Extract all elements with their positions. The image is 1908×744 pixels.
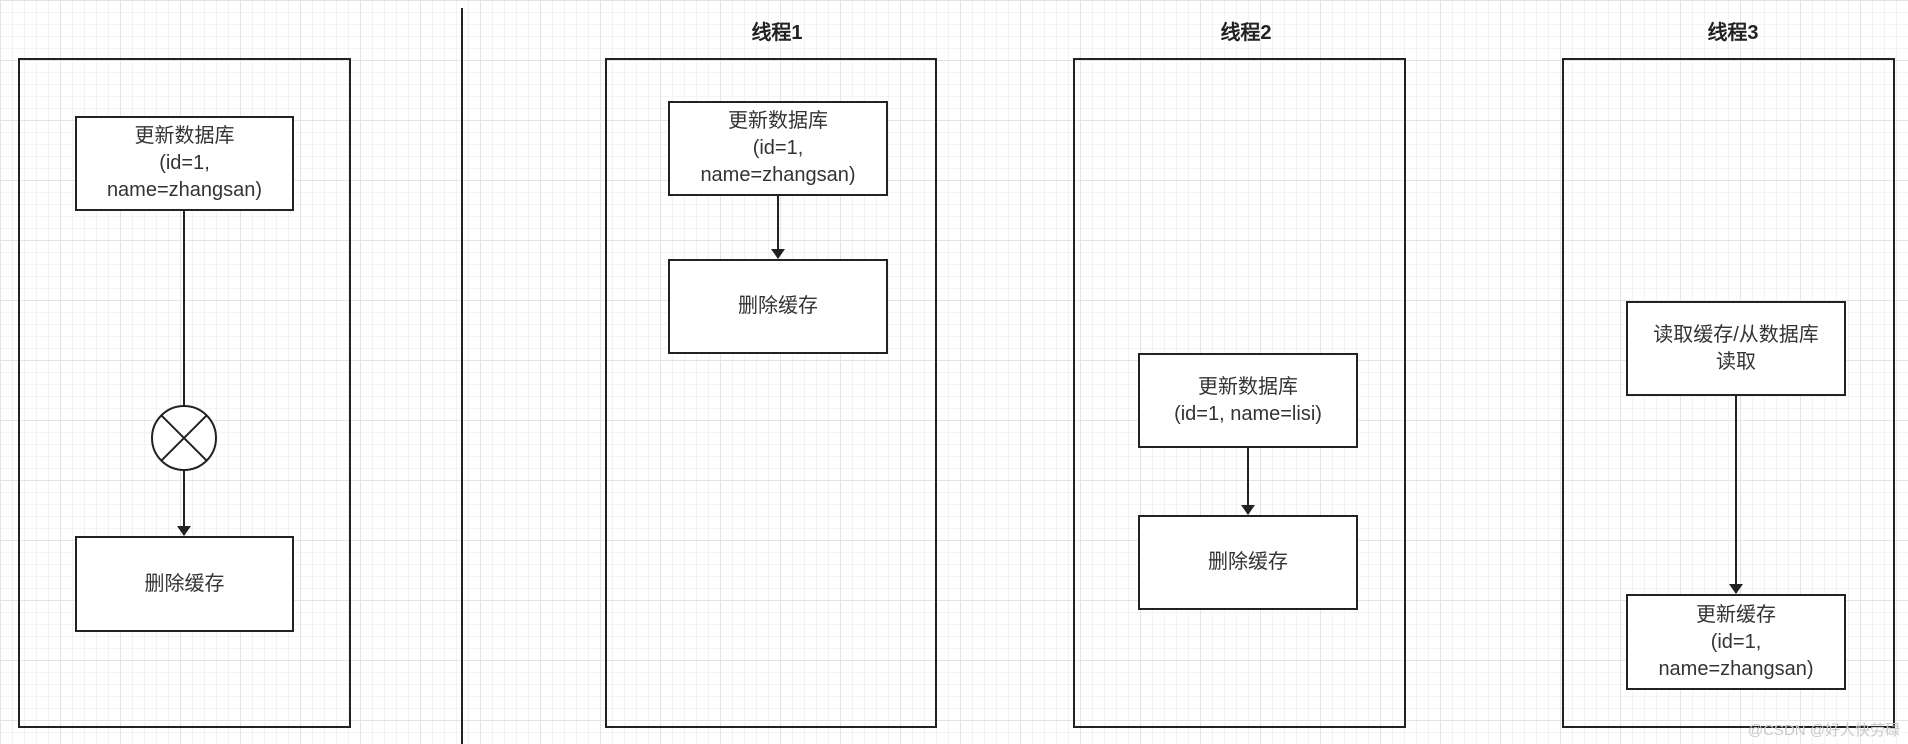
vertical-divider (461, 8, 463, 744)
thread3-read-line1: 读取缓存/从数据库 (1653, 323, 1819, 346)
thread1-update-db-box: 更新数据库 (id=1, name=zhangsan) (668, 101, 888, 196)
left-update-db-line3: name=zhangsan) (106, 179, 263, 201)
thread2-update-db-box: 更新数据库 (id=1, name=lisi) (1138, 353, 1358, 448)
lane-title-thread2: 线程2 (1220, 22, 1272, 44)
thread2-update-db-line1: 更新数据库 (1198, 375, 1298, 398)
lane-thread2-frame (1073, 58, 1406, 728)
thread3-update-cache-line2: (id=1, (1710, 630, 1762, 653)
thread3-update-cache-line3: name=zhangsan) (1658, 657, 1814, 680)
thread1-update-db-line2: (id=1, (752, 137, 804, 159)
left-update-db-line1: 更新数据库 (134, 125, 235, 147)
thread2-delete-cache-label: 删除缓存 (1208, 551, 1288, 573)
lane-left-frame (18, 58, 351, 728)
watermark: @CSDN @好人快劳碌 (1747, 722, 1900, 739)
thread3-read-box: 读取缓存/从数据库 读取 (1626, 301, 1846, 396)
lane-thread1-frame (605, 58, 937, 728)
lane-title-thread3: 线程3 (1707, 22, 1759, 44)
lane-title-thread1: 线程1 (751, 22, 803, 44)
left-delete-cache-box: 删除缓存 (75, 536, 294, 632)
thread3-update-cache-box: 更新缓存 (id=1, name=zhangsan) (1626, 594, 1846, 690)
thread3-read-line2: 读取 (1716, 350, 1756, 373)
thread1-delete-cache-label: 删除缓存 (738, 295, 818, 317)
lane-thread3-frame (1562, 58, 1895, 728)
thread1-update-db-line3: name=zhangsan) (700, 164, 856, 186)
left-update-db-box: 更新数据库 (id=1, name=zhangsan) (75, 116, 294, 211)
thread1-update-db-line1: 更新数据库 (728, 110, 828, 132)
left-update-db-line2: (id=1, (159, 152, 210, 174)
left-delete-cache-label: 删除缓存 (144, 572, 225, 595)
thread2-delete-cache-box: 删除缓存 (1138, 515, 1358, 610)
thread1-delete-cache-box: 删除缓存 (668, 259, 888, 354)
thread2-update-db-line2: (id=1, name=lisi) (1174, 402, 1322, 425)
thread3-update-cache-line1: 更新缓存 (1696, 603, 1776, 626)
